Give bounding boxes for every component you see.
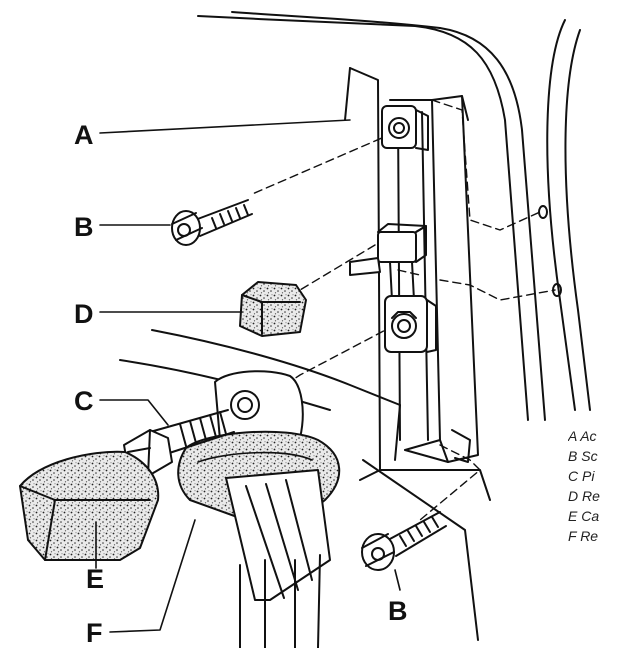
callout-e: E — [86, 564, 104, 594]
callout-c: C — [74, 386, 94, 416]
legend-item-c: C Pi — [568, 468, 595, 484]
bolt-top — [171, 199, 253, 246]
bolt-bottom — [361, 511, 447, 571]
legend-item-d: D Re — [568, 488, 600, 504]
height-adjuster — [349, 223, 427, 301]
pillar-rail — [389, 95, 479, 463]
callout-f: F — [86, 618, 103, 648]
callout-b-bottom: B — [388, 596, 408, 626]
legend-item-a: A Ac — [568, 428, 597, 444]
body-frame — [119, 11, 591, 641]
bolt-c — [123, 409, 235, 477]
legend-item-e: E Ca — [568, 508, 600, 524]
adjuster-nut-housing — [384, 295, 437, 353]
anchor-washer-top — [381, 105, 429, 151]
cap-d — [239, 281, 307, 337]
leader-lines — [95, 119, 401, 633]
cap-e — [19, 450, 160, 561]
callout-a: A — [74, 120, 94, 150]
legend-item-f: F Re — [568, 528, 599, 544]
callout-b-top: B — [74, 212, 94, 242]
belt-webbing — [225, 469, 331, 648]
legend-item-b: B Sc — [568, 448, 598, 464]
callout-d: D — [74, 299, 94, 329]
parts-legend: A Ac B Sc C Pi D Re E Ca F Re — [568, 426, 620, 546]
